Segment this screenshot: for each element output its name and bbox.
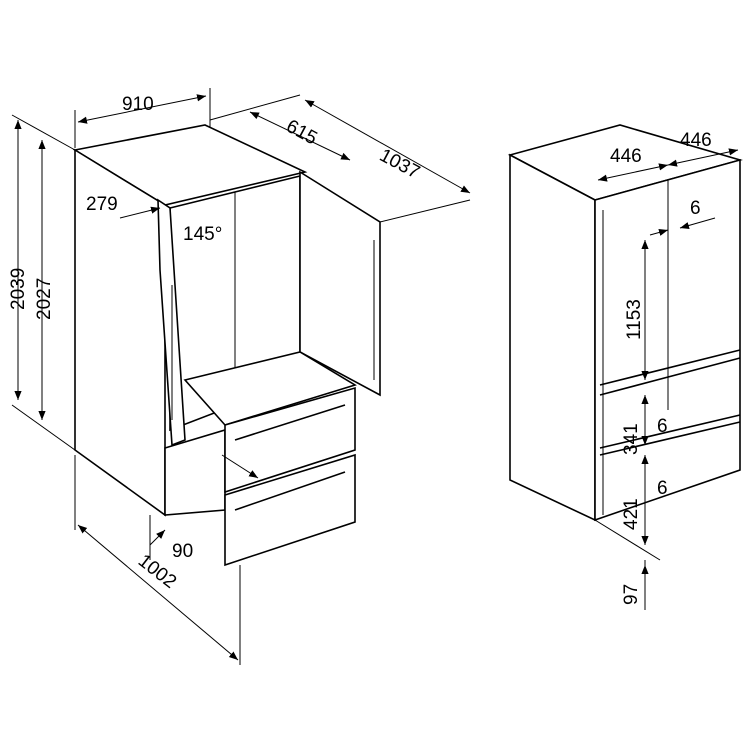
dim-gap-mid: 6 <box>657 416 668 437</box>
left-fridge-view: 910 615 1037 279 145° 2039 2027 90 1002 <box>8 88 471 665</box>
right-door <box>299 170 381 397</box>
dim-height-upper: 1153 <box>624 299 645 340</box>
dim-plinth: 97 <box>621 584 642 605</box>
drawer-lower-handle <box>234 471 346 511</box>
drawer-upper-handle <box>234 404 346 441</box>
dim-height-body: 2027 <box>34 278 55 320</box>
dim-door-angle: 145° <box>183 224 222 245</box>
dim-height-drawer-lower: 421 <box>621 498 642 530</box>
dim-niche-width-right: 446 <box>680 130 712 151</box>
dim-depth-open: 1037 <box>376 145 423 183</box>
niche-side <box>509 153 596 522</box>
dim-door-offset: 279 <box>86 194 118 215</box>
dim-drawer-offset: 90 <box>172 541 193 562</box>
dim-gap-low: 6 <box>657 478 668 499</box>
right-niche-view: 446 446 6 1153 6 341 6 421 97 <box>507 124 743 610</box>
dim-height-total: 2039 <box>8 268 29 310</box>
dim-height-drawer-upper: 341 <box>621 423 642 455</box>
drawer-upper <box>224 386 356 494</box>
dim-niche-width-left: 446 <box>610 146 642 167</box>
drawer-open-box <box>183 351 357 426</box>
dim-depth-body: 615 <box>283 116 321 149</box>
dim-gap-top: 6 <box>690 198 701 219</box>
dim-width: 910 <box>122 94 154 115</box>
